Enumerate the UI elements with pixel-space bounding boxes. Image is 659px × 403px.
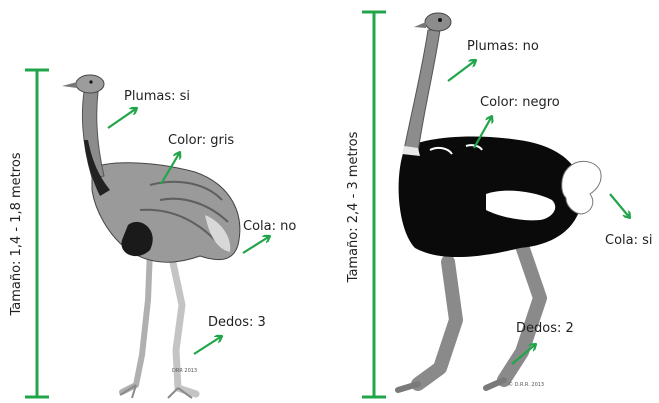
ostrich-neck: [404, 30, 440, 152]
rhea-tail-arrow: [243, 236, 270, 253]
rhea-illustration: DRR 2013: [62, 75, 240, 398]
rhea-leg-back: [122, 250, 150, 392]
rhea-head: [76, 75, 104, 93]
ostrich-color-label: Color: negro: [480, 95, 560, 110]
rhea-color-label: Color: gris: [168, 133, 234, 148]
ostrich-feathers-arrow: [448, 60, 476, 81]
rhea-feathers-arrow: [108, 108, 137, 128]
rhea-toes-arrow: [194, 336, 222, 354]
rhea-size-label: Tamaño: 1,4 - 1,8 metros: [9, 152, 24, 316]
ostrich-feathers-label: Plumas: no: [467, 39, 539, 54]
ostrich-size-bracket: [362, 12, 386, 397]
rhea-tail-label: Cola: no: [243, 219, 296, 234]
ostrich-head: [425, 13, 451, 31]
rhea-group: Tamaño: 1,4 - 1,8 metros DRR 2013 Plumas…: [9, 70, 296, 398]
rhea-credit: DRR 2013: [172, 368, 197, 374]
ostrich-size-label: Tamaño: 2,4 - 3 metros: [346, 131, 361, 283]
rhea-feathers-label: Plumas: si: [124, 89, 190, 104]
rhea-toes-label: Dedos: 3: [208, 315, 266, 330]
ostrich-tail-label: Cola: si: [605, 233, 653, 248]
ostrich-tail-arrow: [610, 194, 630, 218]
ostrich-group: Tamaño: 2,4 - 3 metros © D.R.R. 2013 Plu…: [346, 12, 653, 397]
ostrich-toes-label: Dedos: 2: [516, 321, 574, 336]
ostrich-credit: © D.R.R. 2013: [508, 381, 544, 388]
ostrich-leg-front: [504, 240, 540, 380]
rhea-size-bracket: [25, 70, 49, 397]
ostrich-leg-back: [418, 262, 456, 384]
